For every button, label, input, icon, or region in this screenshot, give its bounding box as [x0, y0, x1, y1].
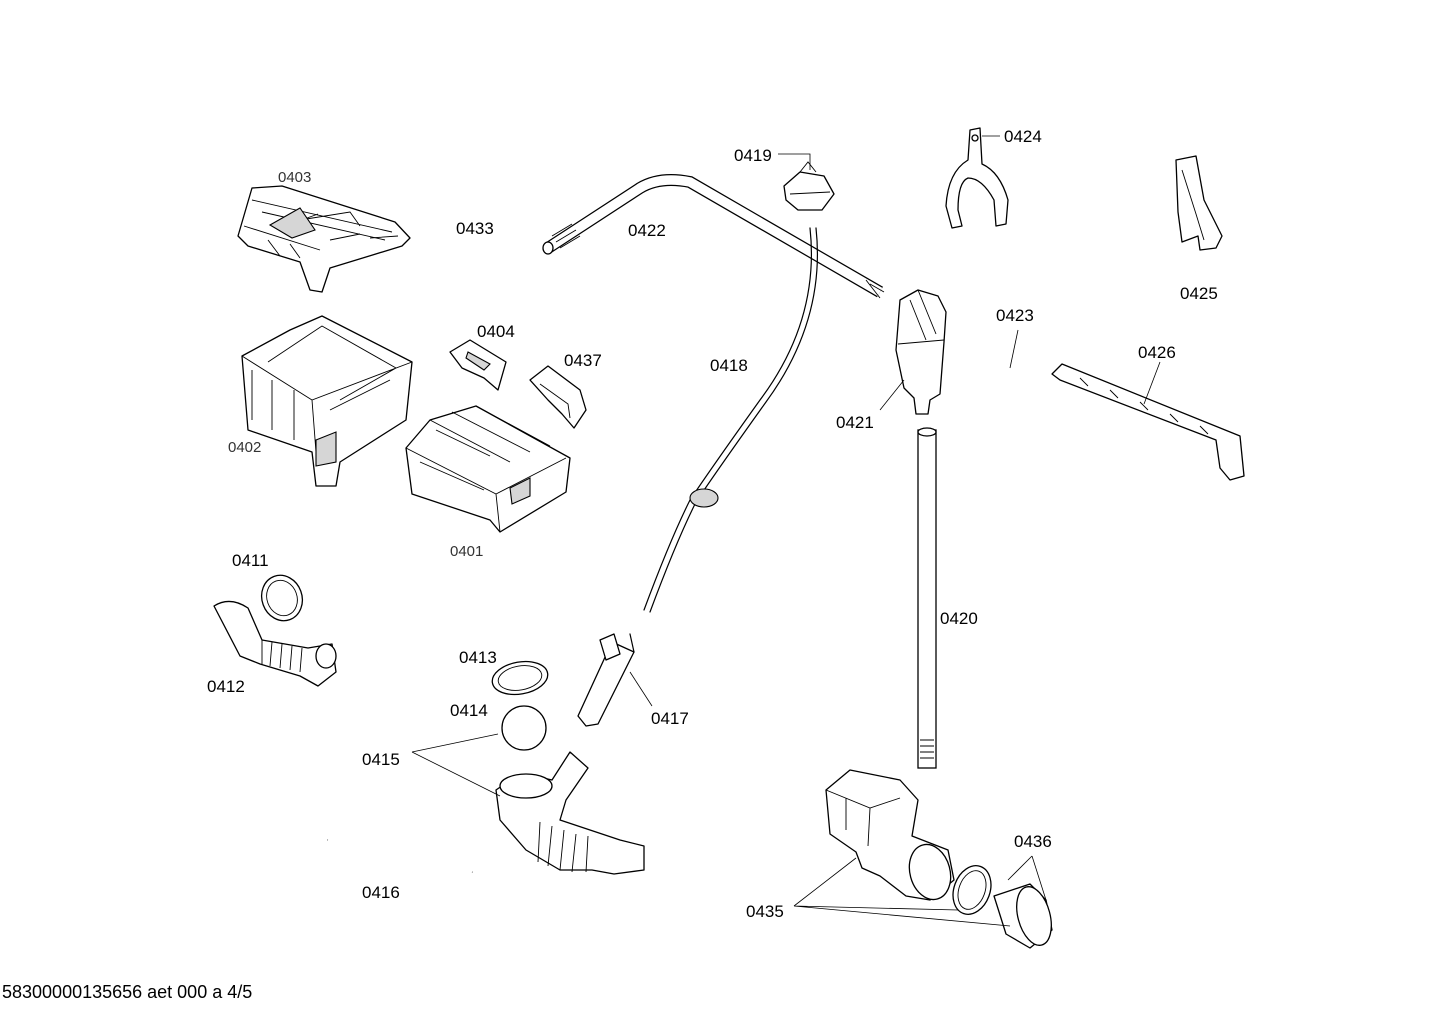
label-0401: 0401: [450, 543, 483, 560]
part-0414-ball: [501, 705, 547, 751]
label-0415: 0415: [362, 750, 400, 769]
part-0417-sensor: [577, 633, 635, 727]
part-labels: 0403 0433 0422 0419 0424 0425 0404 0437 …: [207, 127, 1218, 921]
part-0421-air-chamber: [895, 289, 947, 415]
part-0424-y-fitting: [945, 127, 1009, 229]
part-0411-ring: [260, 574, 304, 622]
label-0436: 0436: [1014, 832, 1052, 851]
drawing-reference: 58300000135656 aet 000 a 4/5: [2, 982, 252, 1002]
label-0412: 0412: [207, 677, 245, 696]
label-0422: 0422: [628, 221, 666, 240]
part-0415-sump-hose: [495, 751, 645, 875]
part-0423-rod: [958, 369, 1019, 473]
part-0419-pressure-switch: [783, 161, 835, 211]
label-0419: 0419: [734, 146, 772, 165]
label-0435: 0435: [746, 902, 784, 921]
label-0420: 0420: [940, 609, 978, 628]
part-0418-tube: [643, 227, 819, 613]
label-0424: 0424: [1004, 127, 1042, 146]
part-0403-dispenser-cover: [237, 185, 411, 293]
label-0414: 0414: [450, 701, 488, 720]
label-0417: 0417: [651, 709, 689, 728]
part-0402-dispenser-housing: [241, 315, 413, 487]
label-0423: 0423: [996, 306, 1034, 325]
part-0435-drain-pump: [825, 769, 955, 901]
part-0433-hose: [380, 188, 450, 282]
part-0425-strip: [1175, 155, 1223, 251]
label-0402: 0402: [228, 439, 261, 456]
label-0425: 0425: [1180, 284, 1218, 303]
part-0437-bracket: [529, 365, 587, 429]
part-0404-clip: [449, 339, 507, 391]
label-0403: 0403: [278, 169, 311, 186]
part-0436-filter: [952, 865, 1053, 949]
part-0401-detergent-drawer: [405, 405, 571, 533]
label-0418: 0418: [710, 356, 748, 375]
leader-lines: [411, 135, 1161, 927]
label-0413: 0413: [459, 648, 497, 667]
label-0404: 0404: [477, 322, 515, 341]
label-0426: 0426: [1138, 343, 1176, 362]
part-0422-pipe: [542, 174, 885, 299]
part-0426-rail: [1051, 363, 1245, 481]
part-0420-hose: [917, 427, 937, 769]
label-0416: 0416: [362, 883, 400, 902]
part-0416-hose: [327, 837, 474, 875]
label-0437: 0437: [564, 351, 602, 370]
part-0413-seal-ring: [491, 660, 549, 696]
label-0421: 0421: [836, 413, 874, 432]
label-0433: 0433: [456, 219, 494, 238]
label-0411: 0411: [232, 551, 269, 570]
part-0412-bellows-hose: [213, 600, 337, 687]
